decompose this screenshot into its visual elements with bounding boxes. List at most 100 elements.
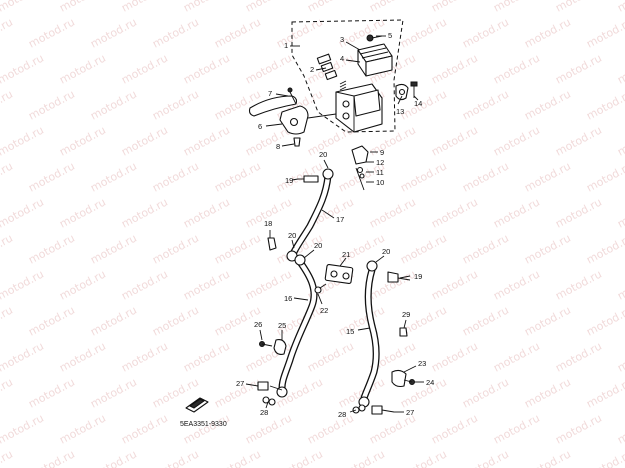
watermark-text: motod.ru [522,447,573,468]
watermark-text: motod.ru [119,411,170,446]
watermark-text: motod.ru [243,0,294,15]
watermark-text: motod.ru [553,411,604,446]
callout-19: 19 [414,272,422,281]
watermark-text: motod.ru [615,339,625,374]
watermark-text: motod.ru [212,15,263,50]
watermark-text: motod.ru [26,15,77,50]
watermark-text: motod.ru [150,231,201,266]
watermark-text: motod.ru [0,267,46,302]
watermark-text: motod.ru [491,123,542,158]
watermark-text: motod.ru [491,195,542,230]
watermark-text: motod.ru [305,123,356,158]
watermark-text: motod.ru [88,87,139,122]
callout-4: 4 [340,54,344,63]
watermark-text: motod.ru [491,51,542,86]
watermark-text: motod.ru [460,447,511,468]
callout-29: 29 [402,310,410,319]
watermark-text: motod.ru [212,447,263,468]
callout-7: 7 [268,89,272,98]
callout-20: 20 [314,241,322,250]
watermark-text: motod.ru [553,51,604,86]
callout-20: 20 [319,150,327,159]
piston-kit [316,53,347,91]
callout-26: 26 [254,320,262,329]
watermark-text: motod.ru [367,0,418,15]
watermark-text: motod.ru [26,159,77,194]
callout-23: 23 [418,359,426,368]
watermark-text: motod.ru [336,447,387,468]
callout-22: 22 [320,306,328,315]
watermark-text: motod.ru [57,51,108,86]
leader-lines [245,35,424,413]
callout-11: 11 [376,168,384,177]
callout-28: 28 [338,410,346,419]
watermark-text: motod.ru [460,303,511,338]
callout-25: 25 [278,321,286,330]
watermark-text: motod.ru [0,231,15,266]
master-cylinder-body [335,83,383,133]
watermark-text: motod.ru [460,231,511,266]
watermark-text: motod.ru [584,87,625,122]
brake-lever-assembly [248,87,337,147]
watermark-text: motod.ru [615,411,625,446]
watermark-text: motod.ru [615,195,625,230]
watermark-text: motod.ru [553,267,604,302]
callout-19: 19 [285,176,293,185]
bracket-bolt [410,81,418,98]
caliper-fittings-left [257,381,283,406]
watermark-text: motod.ru [88,447,139,468]
bracket [395,83,409,101]
callout-20: 20 [382,247,390,256]
callout-14: 14 [414,99,422,108]
watermark-text: motod.ru [553,123,604,158]
callout-24: 24 [426,378,434,387]
lever-pivot-bolt [289,91,297,105]
watermark-text: motod.ru [0,339,46,374]
assembly-dashed-outline [291,19,404,133]
callout-1: 1 [284,41,288,50]
watermark-text: motod.ru [26,87,77,122]
watermark-text: motod.ru [0,51,46,86]
watermark-text: motod.ru [119,51,170,86]
watermark-text: motod.ru [150,159,201,194]
callout-9: 9 [380,148,384,157]
watermark-text: motod.ru [398,159,449,194]
watermark-text: motod.ru [119,123,170,158]
watermark-text: motod.ru [274,447,325,468]
watermark-text: motod.ru [0,447,15,468]
callout-12: 12 [376,158,384,167]
watermark-text: motod.ru [0,303,15,338]
watermark-text: motod.ru [367,195,418,230]
callout-20: 20 [288,231,296,240]
watermark-text: motod.ru [150,303,201,338]
callout-13: 13 [396,107,404,116]
watermark-text: motod.ru [460,87,511,122]
caliper-fittings-right [352,404,395,415]
watermark-text: motod.ru [0,195,46,230]
watermark-text: motod.ru [522,303,573,338]
watermark-text: motod.ru [367,123,418,158]
watermark-text: motod.ru [522,87,573,122]
watermark-text: motod.ru [26,447,77,468]
union-fittings-upper [298,145,369,191]
watermark-text: motod.ru [429,195,480,230]
watermark-text: motod.ru [57,123,108,158]
callout-3: 3 [340,35,344,44]
callout-10: 10 [376,178,384,187]
watermark-text: motod.ru [522,375,573,410]
watermark-text: motod.ru [88,231,139,266]
watermark-text: motod.ru [119,267,170,302]
watermark-text: motod.ru [0,123,46,158]
master-cylinder-assembly [291,19,418,133]
watermark-text: motod.ru [398,15,449,50]
watermark-text: motod.ru [181,195,232,230]
watermark-text: motod.ru [26,231,77,266]
brake-hose-17 [286,168,334,262]
union-bolt-right [387,271,411,283]
watermark-text: motod.ru [584,15,625,50]
reservoir-cap [357,43,393,77]
watermark-text: motod.ru [212,159,263,194]
watermark-text: motod.ru [243,51,294,86]
watermark-text: motod.ru [398,231,449,266]
watermark-text: motod.ru [584,375,625,410]
